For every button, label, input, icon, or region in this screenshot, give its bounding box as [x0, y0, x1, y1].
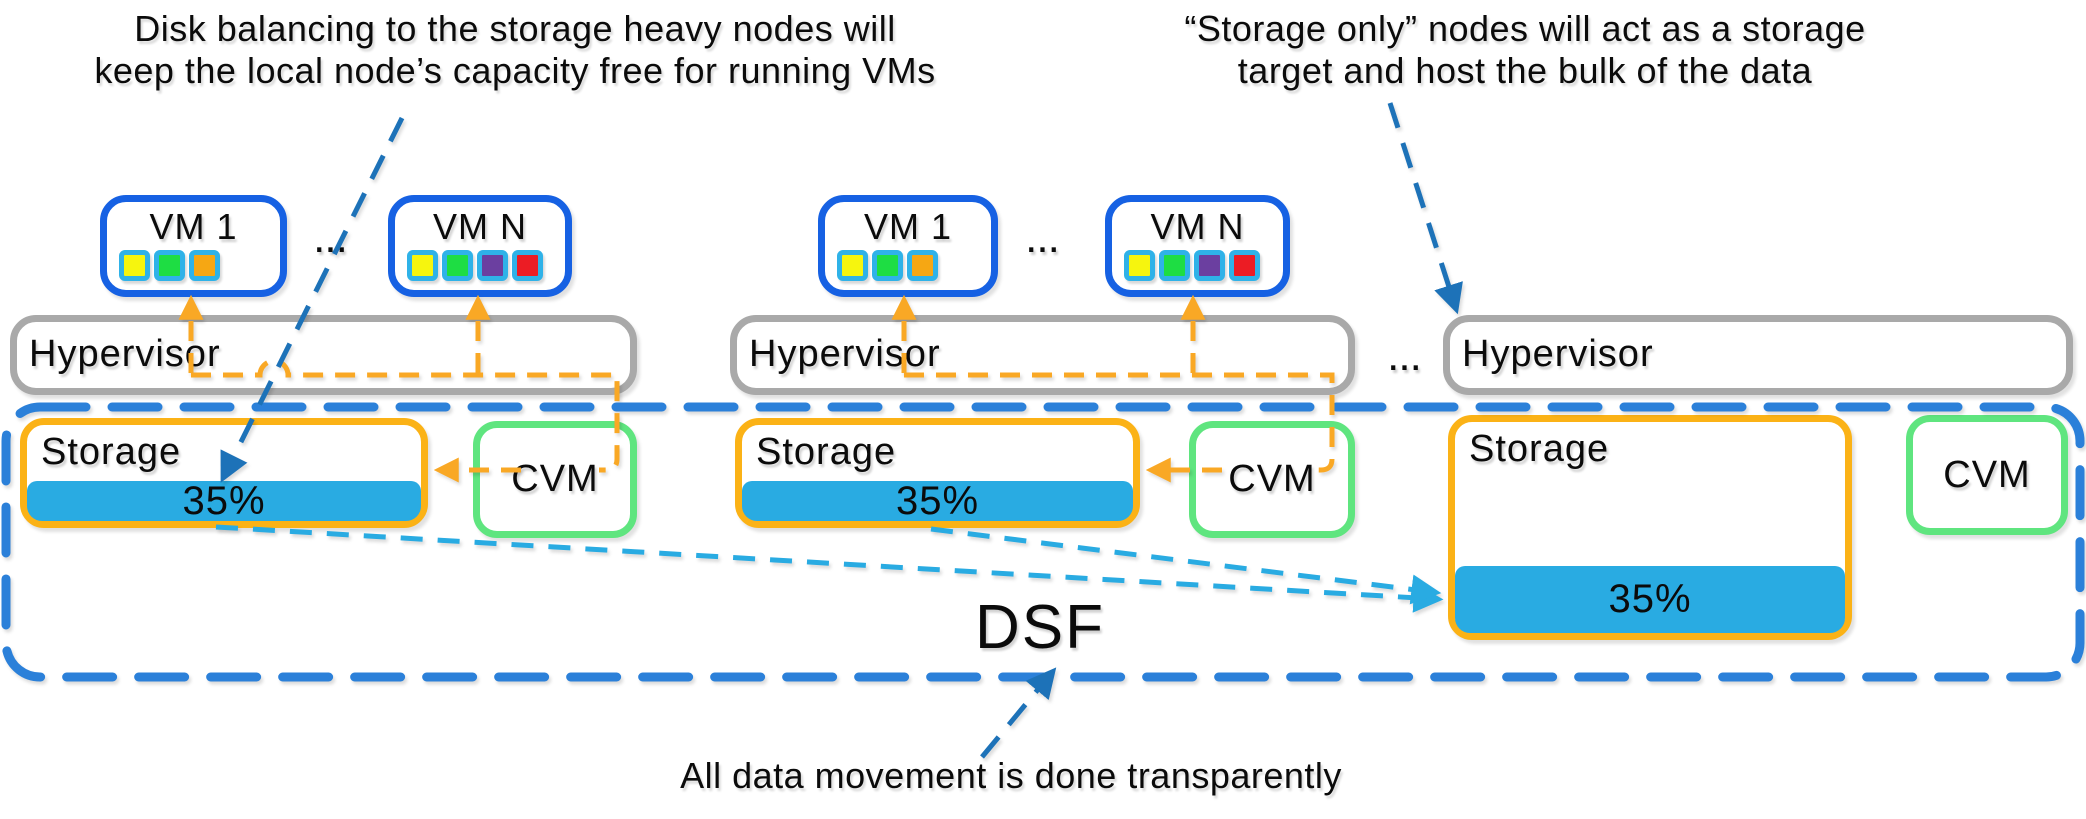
cvm-box-node2: CVM	[1189, 421, 1355, 538]
vm-disk	[1194, 250, 1225, 281]
vm-disk	[442, 250, 473, 281]
note-disk-balancing-line2: keep the local node’s capacity free for …	[94, 50, 936, 91]
dsf-label: DSF	[975, 593, 1105, 662]
note-disk-balancing: Disk balancing to the storage heavy node…	[20, 8, 1010, 92]
vm-box-node2-vmN: VM N	[1105, 195, 1290, 297]
vm-disk	[154, 250, 185, 281]
note-disk-balancing-line1: Disk balancing to the storage heavy node…	[134, 8, 896, 49]
storage-label: Storage	[756, 431, 897, 473]
vm-disk	[512, 250, 543, 281]
ellipsis-hypervisor-gap: ...	[1387, 331, 1422, 380]
vm-disk	[407, 250, 438, 281]
vm-box-node2-vm1: VM 1	[818, 195, 998, 297]
hypervisor-label: Hypervisor	[749, 333, 941, 375]
note-storage-only-line2: target and host the bulk of the data	[1237, 50, 1813, 91]
hypervisor-box-node1: Hypervisor	[10, 315, 637, 395]
annotation-arrow-data-movement	[980, 667, 1057, 759]
vm-disk	[477, 250, 508, 281]
cvm-box-node3: CVM	[1906, 415, 2068, 535]
note-data-movement: All data movement is done transparently	[680, 755, 1342, 796]
vm-box-node1-vm1: VM 1	[100, 195, 287, 297]
annotation-arrow-storage-only	[1387, 102, 1463, 315]
capacity-value: 35%	[1608, 577, 1692, 621]
capacity-bar: 35%	[1455, 566, 1845, 633]
vm-disks	[407, 250, 543, 281]
cvm-box-node1: CVM	[473, 421, 637, 538]
vm-box-node1-vmN: VM N	[388, 195, 572, 297]
vm-disk	[119, 250, 150, 281]
vm-disks	[837, 250, 938, 281]
hypervisor-box-node3: Hypervisor	[1443, 315, 2073, 395]
data-movement-arrow-node2-to-node3	[930, 526, 1442, 605]
capacity-bar: 35%	[742, 478, 1133, 523]
vm-disks	[119, 250, 220, 281]
storage-label: Storage	[1469, 428, 1610, 470]
hypervisor-box-node2: Hypervisor	[730, 315, 1355, 395]
capacity-value: 35%	[182, 478, 266, 523]
storage-box-node3: Storage 35%	[1448, 415, 1852, 640]
note-storage-only-line1: “Storage only” nodes will act as a stora…	[1184, 8, 1866, 49]
ellipsis-vm-gap-node1: ...	[313, 213, 348, 262]
cvm-label: CVM	[511, 458, 599, 500]
vm-label: VM N	[433, 206, 527, 247]
note-storage-only: “Storage only” nodes will act as a stora…	[1040, 8, 2010, 92]
vm-disk	[1159, 250, 1190, 281]
vm-label: VM 1	[149, 206, 238, 247]
storage-label: Storage	[41, 431, 182, 473]
storage-box-node1: Storage 35%	[20, 418, 428, 528]
vm-disk	[837, 250, 868, 281]
vm-disk	[907, 250, 938, 281]
vm-label: VM 1	[863, 206, 953, 247]
vm-disks	[1124, 250, 1260, 281]
capacity-value: 35%	[895, 478, 980, 523]
capacity-bar: 35%	[27, 478, 421, 523]
vm-disk	[1229, 250, 1260, 281]
cvm-label: CVM	[1943, 453, 2031, 496]
hypervisor-label: Hypervisor	[1462, 333, 1654, 375]
cvm-label: CVM	[1228, 458, 1316, 500]
vm-disk	[872, 250, 903, 281]
hypervisor-label: Hypervisor	[29, 333, 221, 375]
vm-disk	[1124, 250, 1155, 281]
storage-box-node2: Storage 35%	[735, 418, 1140, 528]
vm-label: VM N	[1150, 206, 1245, 247]
ellipsis-vm-gap-node2: ...	[1025, 213, 1060, 262]
vm-disk	[189, 250, 220, 281]
